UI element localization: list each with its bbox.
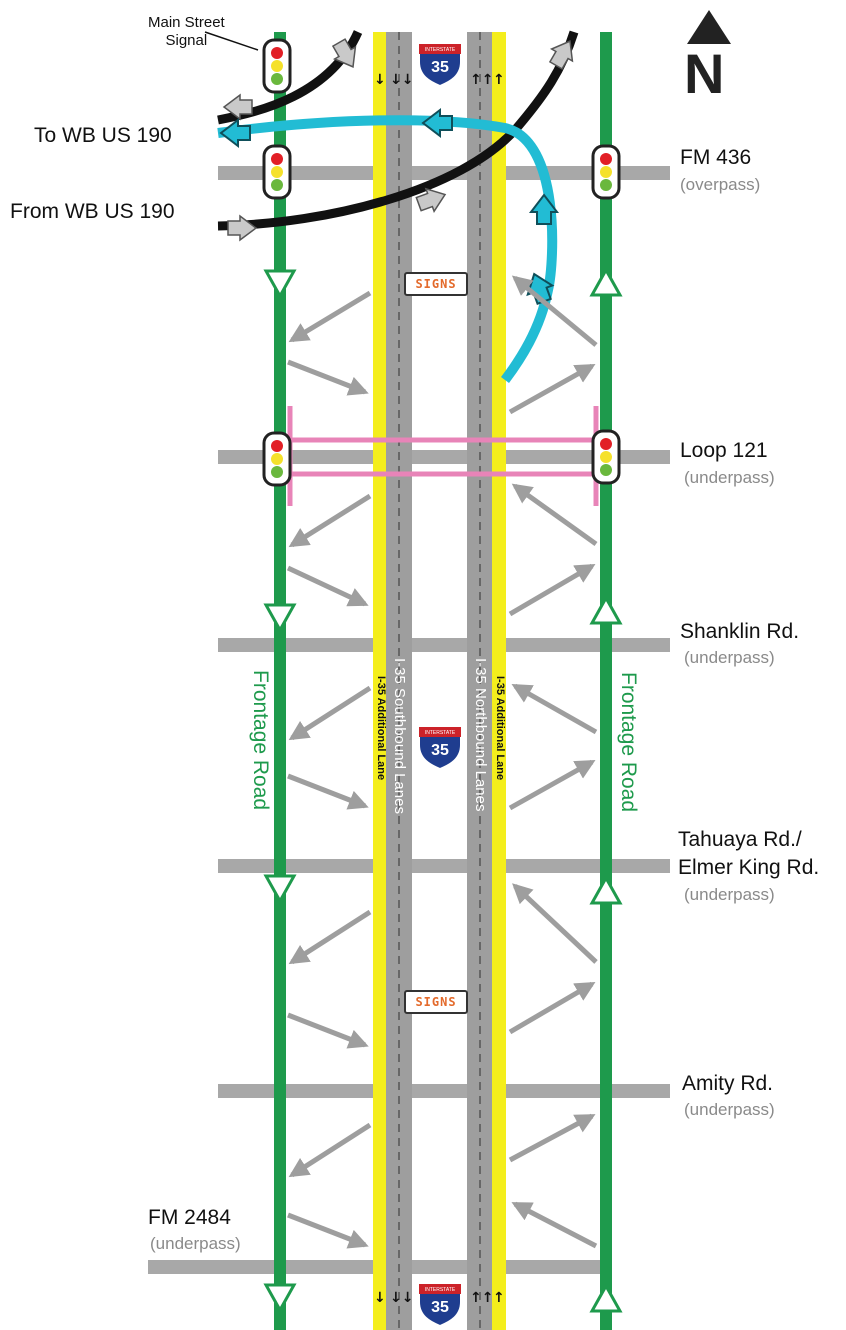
main-street-signal-line1: Main Street [148,14,225,31]
frontage-right-label: Frontage Road [617,672,640,813]
traffic-signals [262,38,621,487]
signs-box-top: SIGNS [404,272,468,296]
sb-additional-lane [373,32,387,1330]
loop121-west-signal-icon [262,431,292,487]
interstate-shield-bottom: INTERSTATE 35 [418,1283,462,1327]
loop121-type: (underpass) [684,468,775,487]
north-arrow-icon [687,10,731,44]
svg-text:↓: ↓ [374,1290,386,1306]
svg-text:↓↓: ↓↓ [390,72,413,88]
to-wb-us190-label: To WB US 190 [34,124,172,147]
frontage-left-label: Frontage Road [249,670,272,811]
fm2484-type: (underpass) [150,1234,241,1253]
shield-mid-text: INTERSTATE [425,730,456,736]
north-label: N [684,42,725,105]
shanklin-type: (underpass) [684,648,775,667]
frontage-right [600,32,612,1330]
svg-text:↓: ↓ [374,72,386,88]
loop121-east-signal-icon [591,429,621,485]
main-street-signal-line2: Signal [165,32,208,49]
nb-additional-lane-label: I-35 Additional Lane [494,676,506,781]
svg-text:↑: ↑ [493,1290,505,1306]
from-wb-us190-label: From WB US 190 [10,200,175,223]
exit-entrance-ramps [286,275,598,1249]
shanklin-road [218,638,670,652]
tahuaya-label-line2: Elmer King Rd. [678,856,820,879]
lane-direction-arrows: ↓↓↓ ↑↑↑ ↓↓↓ ↑↑↑ [374,72,505,1306]
svg-text:↓↓: ↓↓ [390,1290,413,1306]
signs-box-bottom: SIGNS [404,990,468,1014]
fm436-type: (overpass) [680,175,761,194]
amity-type: (underpass) [684,1100,775,1119]
interstate-shield-middle: INTERSTATE 35 [418,726,462,770]
svg-text:↑↑: ↑↑ [470,1290,493,1306]
sb-lanes-label: I-35 Southbound Lanes [391,658,408,814]
shield-mid-number: 35 [431,742,449,759]
sb-additional-lane-label: I-35 Additional Lane [375,676,387,781]
fm436-east-signal-icon [591,144,621,200]
fm436-label: FM 436 [680,146,752,169]
tahuaya-road [218,859,670,873]
svg-text:↑: ↑ [493,72,505,88]
loop121-label: Loop 121 [680,439,768,462]
tahuaya-type: (underpass) [684,885,775,904]
signal-callout-line [204,31,259,51]
to-wb-us190-ramp [217,109,558,383]
main-street-signal-label: Main Street Signal [148,14,225,50]
interstate-shield-top: INTERSTATE 35 [418,43,462,87]
loop121-road [218,450,670,464]
tahuaya-label-line1: Tahuaya Rd./ [678,828,802,851]
nb-lanes-label: I-35 Northbound Lanes [472,658,489,812]
main-street-signal-icon [262,38,292,94]
highway [373,32,506,1330]
shield-bottom-text: INTERSTATE [425,1287,456,1293]
amity-road [218,1084,670,1098]
amity-label: Amity Rd. [682,1072,774,1095]
frontage-left [274,32,286,1330]
shanklin-label: Shanklin Rd. [680,620,800,643]
fm2484-label: FM 2484 [148,1206,231,1229]
shield-top-text: INTERSTATE [425,47,456,53]
svg-text:↑↑: ↑↑ [470,72,493,88]
fm436-west-signal-icon [262,144,292,200]
nb-additional-lane [492,32,506,1330]
shield-bottom-number: 35 [431,1299,449,1316]
shield-top-number: 35 [431,59,449,76]
fm436-road [218,166,670,180]
